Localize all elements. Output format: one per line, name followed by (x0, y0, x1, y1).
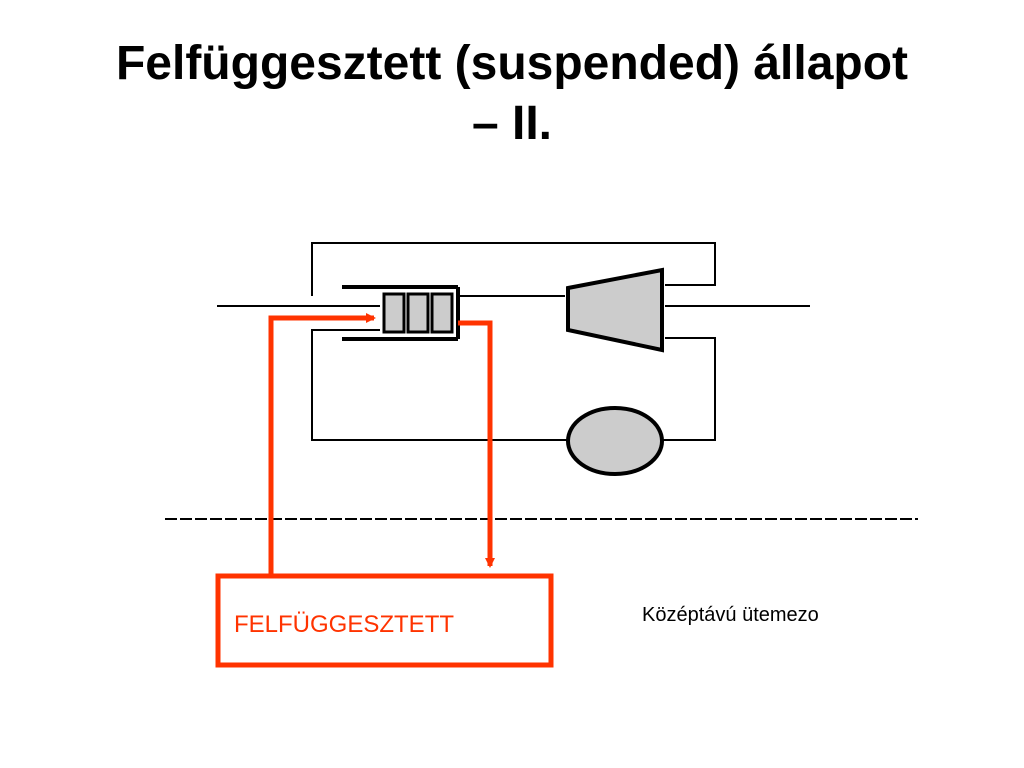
io-device-shape (566, 406, 664, 476)
medium-term-scheduler-label: Középtávú ütemezo (642, 604, 819, 626)
title-line-1: Felfüggesztett (suspended) állapot (115, 37, 909, 90)
ready-queue (342, 285, 460, 341)
slide-title: Felfüggesztett (suspended) állapot – II. (0, 34, 1024, 154)
top-loop-line (311, 242, 716, 296)
processor-shape (566, 267, 664, 353)
title-line-2: – II. (471, 97, 553, 150)
resume-arrow (268, 313, 376, 574)
bottom-loop-line (662, 337, 716, 441)
suspended-state-label: FELFÜGGESZTETT (234, 611, 454, 638)
suspend-arrow (458, 320, 495, 568)
suspended-state-box: FELFÜGGESZTETT (215, 573, 554, 668)
queue-slot-1 (382, 292, 406, 334)
queue-slot-2 (406, 292, 430, 334)
bottom-loop-return-line (311, 329, 568, 441)
queue-slot-3 (430, 292, 454, 334)
